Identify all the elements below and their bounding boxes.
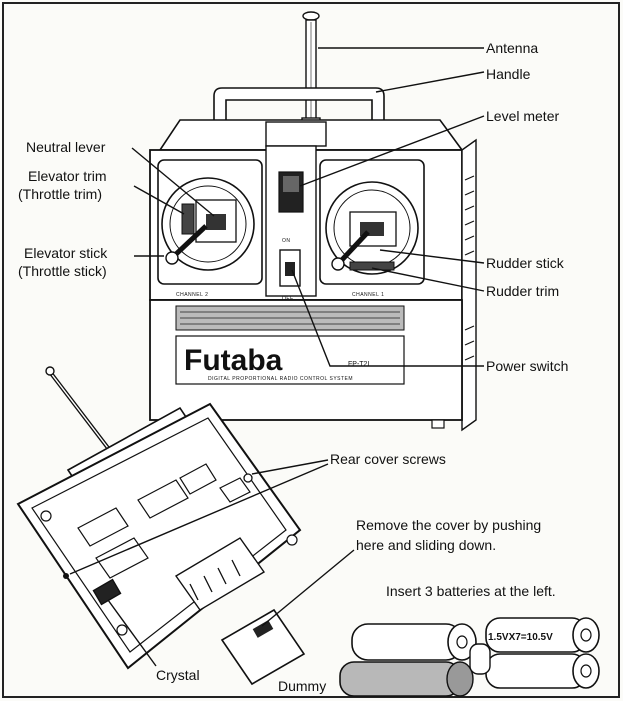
rear-screw-2	[63, 573, 69, 579]
label-rear-cover-screws: Rear cover screws	[330, 451, 446, 467]
label-rudder-trim: Rudder trim	[486, 283, 559, 299]
brand-logo: Futaba	[184, 344, 283, 377]
neutral-lever-leader	[131, 147, 215, 217]
label-antenna: Antenna	[486, 40, 538, 56]
rudder-trim-graphic	[349, 261, 395, 271]
handle-leader	[375, 71, 485, 93]
label-remove-cover-2: here and sliding down.	[356, 537, 496, 553]
label-throttle-stick: (Throttle stick)	[18, 263, 107, 279]
transmitter-front: ON OFF CHANNEL 2 CHANNEL 1 Fut	[149, 11, 477, 432]
channel-right-label: CHANNEL 1	[352, 292, 384, 298]
label-elevator-stick: Elevator stick	[24, 245, 108, 261]
crystal-leader	[107, 599, 157, 667]
label-level-meter: Level meter	[486, 108, 559, 124]
rudder-trim-leader	[371, 267, 485, 292]
level-meter-leader	[299, 115, 485, 187]
label-remove-cover-1: Remove the cover by pushing	[356, 517, 541, 533]
body-side	[461, 138, 477, 432]
label-handle: Handle	[486, 66, 531, 82]
rudder-stick-graphic	[338, 230, 370, 264]
switch-on-label: ON	[282, 238, 291, 244]
elevator-trim-graphic	[181, 203, 195, 235]
label-rudder-stick: Rudder stick	[486, 255, 565, 271]
crystal-graphic	[92, 578, 122, 606]
batteries: 1.5VX7=10.5V	[339, 617, 600, 697]
label-dummy: Dummy	[278, 678, 326, 694]
rear-screw-leader-1	[251, 459, 329, 475]
battery-cell	[485, 653, 587, 689]
label-power-switch: Power switch	[486, 358, 568, 374]
meter-housing	[265, 121, 327, 147]
switch-off-label: OFF	[282, 296, 294, 302]
battery-cover	[220, 608, 306, 686]
elevator-stick-graphic	[172, 224, 208, 258]
channel-left-label: CHANNEL 2	[176, 292, 208, 298]
rear-screw-1	[243, 473, 253, 483]
leader-lines	[69, 47, 485, 667]
antenna-graphic	[301, 11, 321, 129]
dummy-cell	[339, 661, 461, 697]
battery-cell	[351, 623, 463, 661]
rear-recesses	[77, 463, 251, 579]
label-crystal: Crystal	[156, 667, 200, 683]
label-elevator-trim: Elevator trim	[28, 168, 107, 184]
cover-leader	[261, 549, 355, 627]
rudder-stick-leader	[379, 249, 485, 264]
rear-screw-leader-2	[69, 463, 329, 575]
label-insert-batteries: Insert 3 batteries at the left.	[386, 583, 556, 599]
elevator-trim-leader	[133, 185, 185, 215]
battery-voltage-label: 1.5VX7=10.5V	[488, 632, 553, 643]
label-throttle-trim: (Throttle trim)	[18, 186, 102, 202]
callout-labels: Antenna Handle Level meter Neutral lever…	[18, 40, 568, 694]
label-neutral-lever: Neutral lever	[26, 139, 106, 155]
battery-box	[174, 537, 266, 611]
model-number: FP-T2L	[348, 361, 371, 368]
power-switch-leader	[291, 269, 484, 367]
side-vents	[464, 175, 475, 361]
device-subtitle: DIGITAL PROPORTIONAL RADIO CONTROL SYSTE…	[208, 376, 353, 382]
